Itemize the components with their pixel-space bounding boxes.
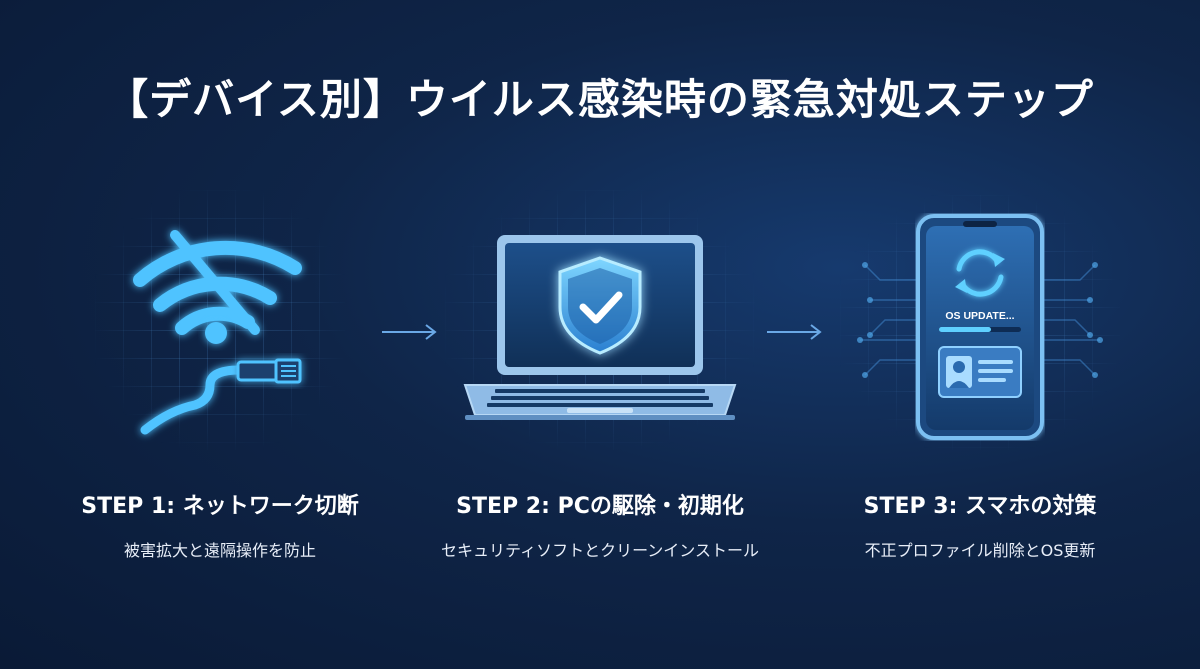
smartphone-update-icon: OS UPDATE... [916,214,1044,440]
arrow-right-icon [382,324,437,340]
step1-title: STEP 1: ネットワーク切断 [81,494,359,519]
step3-subtitle: 不正プロファイル削除とOS更新 [864,541,1096,560]
step3-title: STEP 3: スマホの対策 [863,494,1097,519]
step2-title: STEP 2: PCの駆除・初期化 [456,494,744,519]
step2-subtitle: セキュリティソフトとクリーンインストール [441,541,759,560]
page-title: 【デバイス別】ウイルス感染時の緊急対処ステップ [106,75,1094,124]
update-progress-bar [939,327,991,332]
circuit-lines-decoration [857,262,1103,378]
step1-subtitle: 被害拡大と遠隔操作を防止 [123,541,316,560]
wifi-off-cable-icon [133,230,302,435]
os-update-label: OS UPDATE... [945,310,1014,322]
arrow-right-icon [767,324,822,340]
laptop-shield-icon [463,235,737,420]
